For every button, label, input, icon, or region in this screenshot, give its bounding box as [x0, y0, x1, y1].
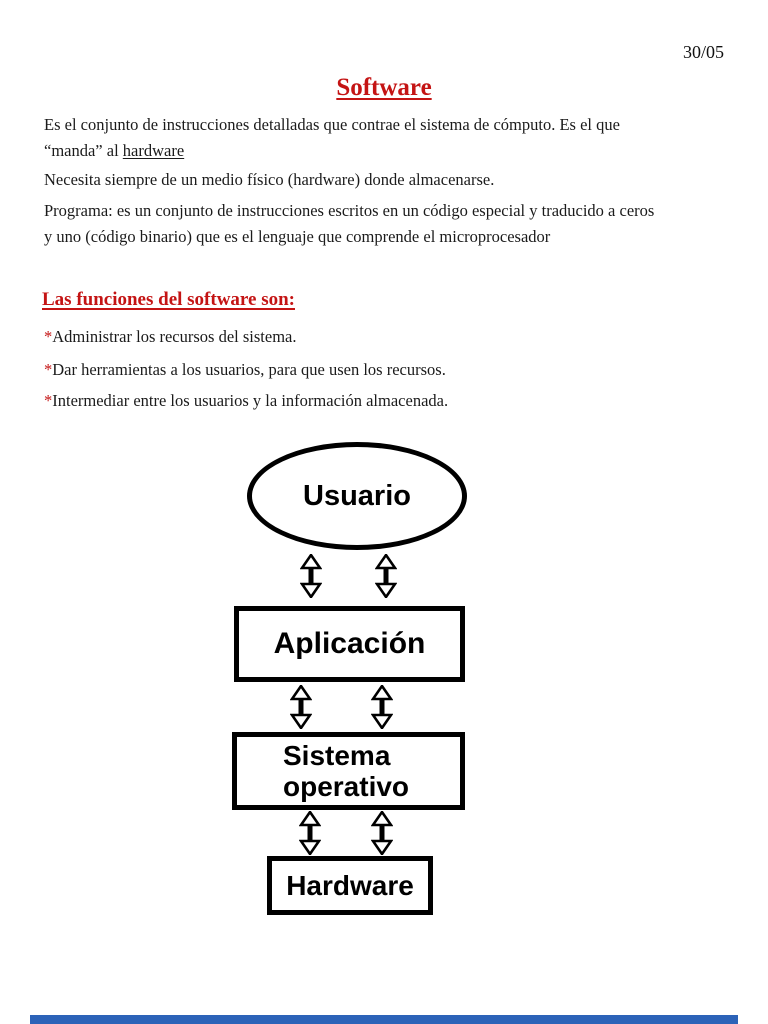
intro-paragraph-2: Necesita siempre de un medio físico (har…: [44, 170, 495, 189]
function-item-text: Administrar los recursos del sistema.: [52, 327, 297, 346]
function-item: *Administrar los recursos del sistema.: [44, 326, 734, 348]
diagram-node-aplicacion: Aplicación: [234, 606, 465, 682]
diagram-node-hardware-label: Hardware: [286, 869, 414, 901]
double-arrow-icon: [371, 811, 393, 855]
double-arrow-icon: [290, 685, 312, 729]
intro-paragraph-1: Es el conjunto de instrucciones detallad…: [44, 112, 734, 164]
double-arrow-icon: [300, 554, 322, 598]
diagram-node-hardware: Hardware: [267, 856, 433, 915]
hardware-underlined-word: hardware: [122, 141, 185, 160]
bullet-asterisk: *: [44, 360, 53, 379]
diagram-node-sistema-operativo-label: Sistema operativo: [283, 740, 410, 802]
next-page-edge-bar: [30, 1015, 738, 1024]
function-item-text: Dar herramientas a los usuarios, para qu…: [52, 360, 446, 379]
intro-paragraph-3: Programa: es un conjunto de instruccione…: [44, 201, 655, 246]
diagram-node-sistema-operativo: Sistema operativo: [232, 732, 465, 810]
double-arrow-icon: [375, 554, 397, 598]
double-arrow-icon: [371, 685, 393, 729]
diagram-node-usuario: Usuario: [247, 442, 467, 550]
bullet-asterisk: *: [44, 327, 53, 346]
function-item: *Intermediar entre los usuarios y la inf…: [44, 390, 734, 412]
function-item-text: Intermediar entre los usuarios y la info…: [52, 391, 449, 410]
diagram-node-aplicacion-label: Aplicación: [273, 627, 426, 660]
page-title: Software: [336, 74, 432, 101]
function-item: *Dar herramientas a los usuarios, para q…: [44, 359, 734, 381]
intro-paragraph-1-text: Es el conjunto de instrucciones detallad…: [44, 115, 620, 160]
functions-heading: Las funciones del software son:: [42, 289, 295, 310]
double-arrow-icon: [299, 811, 321, 855]
bullet-asterisk: *: [44, 391, 53, 410]
diagram-node-usuario-label: Usuario: [303, 479, 411, 512]
page-date: 30/05: [682, 42, 724, 62]
